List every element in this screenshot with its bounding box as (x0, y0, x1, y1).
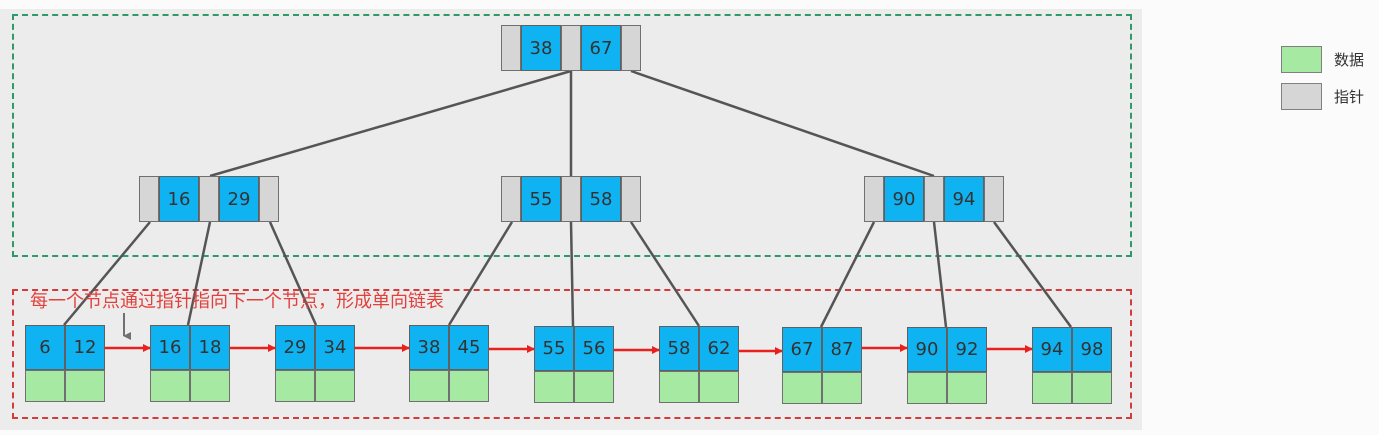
tree-edge (932, 221, 948, 328)
data-cell (699, 371, 739, 403)
data-cell (1032, 372, 1072, 404)
internal-key: 90 (884, 176, 924, 222)
pointer-cell (259, 176, 279, 222)
data-cell (190, 370, 230, 402)
internal-node-2: 55 58 (501, 176, 641, 222)
legend-data: 数据 (1281, 46, 1364, 73)
internal-key: 58 (581, 176, 621, 222)
leaf-key: 67 (782, 327, 822, 372)
data-cell (409, 370, 449, 402)
tree-edge (209, 69, 572, 178)
internal-node-1: 16 29 (139, 176, 279, 222)
pointer-cell (924, 176, 944, 222)
leaf-key: 29 (275, 325, 315, 370)
data-cell (574, 371, 614, 403)
data-swatch (1281, 46, 1322, 73)
pointer-cell (984, 176, 1004, 222)
leaf-key: 90 (907, 327, 947, 372)
pointer-cell (501, 25, 521, 71)
pointer-cell (864, 176, 884, 222)
leaf-key: 56 (574, 326, 614, 371)
data-cell (822, 372, 862, 404)
tree-edge (630, 69, 935, 178)
tree-edge (268, 221, 318, 326)
tree-edge (992, 221, 1073, 328)
leaf-key: 6 (25, 325, 65, 370)
internal-key: 16 (159, 176, 199, 222)
pointer-cell (501, 176, 521, 222)
legend-data-label: 数据 (1334, 51, 1365, 69)
data-cell (782, 372, 822, 404)
pointer-cell (199, 176, 219, 222)
internal-key: 29 (219, 176, 259, 222)
leaf-key: 58 (659, 326, 699, 371)
leaf-key: 94 (1032, 327, 1072, 372)
pointer-cell (621, 25, 641, 71)
internal-key: 94 (944, 176, 984, 222)
leaf-key: 62 (699, 326, 739, 371)
tree-edge (447, 221, 514, 326)
data-cell (449, 370, 489, 402)
leaf-key: 55 (534, 326, 574, 371)
linked-list-caption: 每一个节点通过指针指向下一个节点，形成单向链表 (30, 291, 444, 312)
tree-edge (186, 221, 212, 326)
internal-key: 55 (521, 176, 561, 222)
pointer-swatch (1281, 83, 1322, 110)
data-cell (947, 372, 987, 404)
tree-edge (819, 221, 876, 328)
data-cell (275, 370, 315, 402)
data-cell (1072, 372, 1112, 404)
leaf-key: 98 (1072, 327, 1112, 372)
root-key-2: 67 (581, 25, 621, 71)
legend-pointer: 指针 (1281, 83, 1364, 110)
tree-edge (629, 221, 701, 327)
leaf-key: 34 (315, 325, 355, 370)
leaf-key: 92 (947, 327, 987, 372)
pointer-cell (621, 176, 641, 222)
leaf-key: 12 (65, 325, 105, 370)
root-node: 38 67 (501, 25, 641, 71)
data-cell (25, 370, 65, 402)
data-cell (659, 371, 699, 403)
pointer-cell (561, 176, 581, 222)
tree-edge (569, 221, 575, 327)
data-cell (150, 370, 190, 402)
leaf-key: 38 (409, 325, 449, 370)
internal-node-3: 90 94 (864, 176, 1004, 222)
legend-pointer-label: 指针 (1334, 88, 1365, 106)
leaf-key: 18 (190, 325, 230, 370)
data-cell (315, 370, 355, 402)
root-key-1: 38 (521, 25, 561, 71)
leaf-key: 16 (150, 325, 190, 370)
leaf-key: 45 (449, 325, 489, 370)
data-cell (534, 371, 574, 403)
data-cell (907, 372, 947, 404)
pointer-cell (139, 176, 159, 222)
pointer-cell (561, 25, 581, 71)
leaf-key: 87 (822, 327, 862, 372)
tree-edge (63, 221, 151, 326)
data-cell (65, 370, 105, 402)
